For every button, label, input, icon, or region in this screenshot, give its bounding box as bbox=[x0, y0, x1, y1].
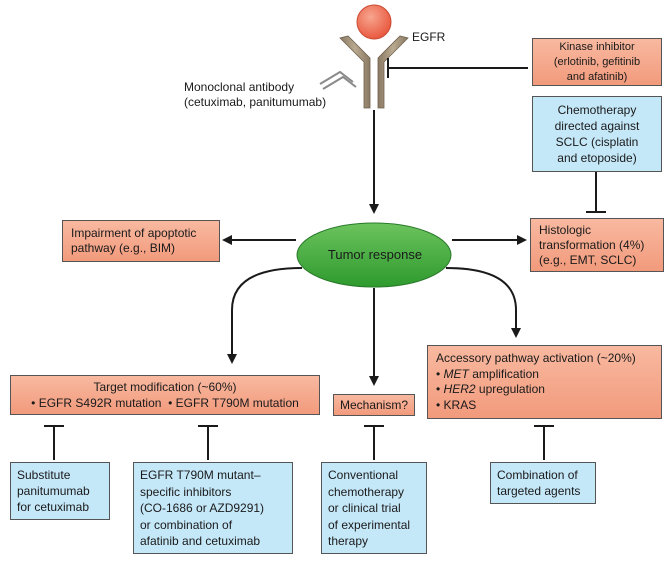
kinase-inhibitor-line2: (erlotinib, gefitinib bbox=[553, 56, 641, 68]
t790m-line4: or combination of bbox=[140, 517, 233, 532]
target-modification-items: • EGFR S492R mutation • EGFR T790M mutat… bbox=[31, 396, 299, 410]
conventional-line1: Conventional bbox=[328, 468, 399, 482]
kinase-inhibitor-box: Kinase inhibitor (erlotinib, gefitinib a… bbox=[532, 38, 662, 86]
arrow-to-accessory-pathway bbox=[445, 267, 521, 338]
antibody-label-line2: (cetuximab, panitumumab) bbox=[184, 95, 327, 109]
chemo-line3: SCLC (cisplatin bbox=[555, 135, 639, 149]
t790m-line5: afatinib and cetuximab bbox=[140, 534, 261, 548]
conventional-therapy-box: Conventional chemotherapy or clinical tr… bbox=[321, 462, 427, 554]
apoptosis-box: Impairment of apoptotic pathway (e.g., B… bbox=[62, 220, 220, 262]
chemotherapy-sclc-box: Chemotherapy directed against SCLC (cisp… bbox=[532, 96, 662, 172]
apoptosis-line1: Impairment of apoptotic bbox=[71, 226, 197, 240]
mechanism-box: Mechanism? bbox=[333, 394, 415, 416]
conventional-line2: chemotherapy bbox=[328, 484, 405, 499]
egfr-receptor-icon bbox=[339, 4, 409, 109]
accessory-item-her2: • HER2 upregulation bbox=[436, 382, 545, 396]
accessory-item-met: • MET amplification bbox=[436, 366, 539, 381]
combination-line1: Combination of bbox=[497, 468, 578, 482]
antibody-label-line1: Monoclonal antibody bbox=[184, 80, 295, 94]
conventional-line3: or clinical trial bbox=[328, 501, 401, 515]
substitute-line3: for cetuximab bbox=[17, 500, 90, 514]
tumor-response-label: Tumor response bbox=[327, 247, 423, 262]
substitute-line1: Substitute bbox=[17, 468, 71, 482]
kinase-inhibitor-line3: and afatinib) bbox=[566, 71, 628, 83]
t790m-inhibitors-box: EGFR T790M mutant– specific inhibitors (… bbox=[133, 462, 293, 554]
t790m-line3: (CO-1686 or AZD9291) bbox=[140, 501, 265, 515]
tumor-response-ellipse bbox=[296, 222, 452, 288]
chemo-line4: and etoposide) bbox=[557, 151, 637, 165]
target-modification-title: Target modification (~60%) bbox=[93, 380, 237, 394]
conventional-line5: therapy bbox=[328, 534, 369, 548]
chemo-inhibition-line bbox=[586, 172, 606, 213]
arrow-to-target-modification bbox=[227, 267, 303, 364]
antibody-icon bbox=[319, 70, 357, 90]
substitute-line2: panitumumab bbox=[17, 484, 90, 498]
histologic-line2: transformation (4%) bbox=[539, 238, 645, 252]
conventional-line4: of experimental bbox=[328, 517, 411, 532]
substitute-therapy-box: Substitute panitumumab for cetuximab bbox=[10, 462, 110, 520]
target-item-s492r: EGFR S492R mutation bbox=[38, 396, 162, 410]
combination-line2: targeted agents bbox=[497, 484, 581, 498]
inhibition-bars bbox=[44, 425, 554, 460]
chemo-line1: Chemotherapy bbox=[557, 103, 637, 117]
accessory-pathway-box: Accessory pathway activation (~20%) • ME… bbox=[427, 345, 662, 419]
histologic-box: Histologic transformation (4%) (e.g., EM… bbox=[530, 218, 664, 272]
histologic-line1: Histologic bbox=[539, 223, 592, 237]
target-modification-box: Target modification (~60%) • EGFR S492R … bbox=[10, 375, 320, 415]
t790m-line2: specific inhibitors bbox=[140, 484, 232, 499]
accessory-title: Accessory pathway activation (~20%) bbox=[436, 351, 636, 365]
combination-therapy-box: Combination of targeted agents bbox=[490, 462, 596, 504]
histologic-line3: (e.g., EMT, SCLC) bbox=[539, 253, 637, 267]
apoptosis-line2: pathway (e.g., BIM) bbox=[71, 241, 176, 255]
t790m-line1: EGFR T790M mutant– bbox=[140, 468, 261, 482]
target-item-t790m: EGFR T790M mutation bbox=[175, 396, 299, 410]
egfr-label: EGFR bbox=[412, 30, 446, 44]
chemo-line2: directed against bbox=[554, 119, 640, 133]
kinase-inhibition-line bbox=[387, 58, 528, 78]
antibody-label: Monoclonal antibody (cetuximab, panitumu… bbox=[184, 80, 326, 110]
kinase-inhibitor-line1: Kinase inhibitor bbox=[559, 41, 635, 53]
accessory-item-kras: • KRAS bbox=[436, 397, 477, 412]
